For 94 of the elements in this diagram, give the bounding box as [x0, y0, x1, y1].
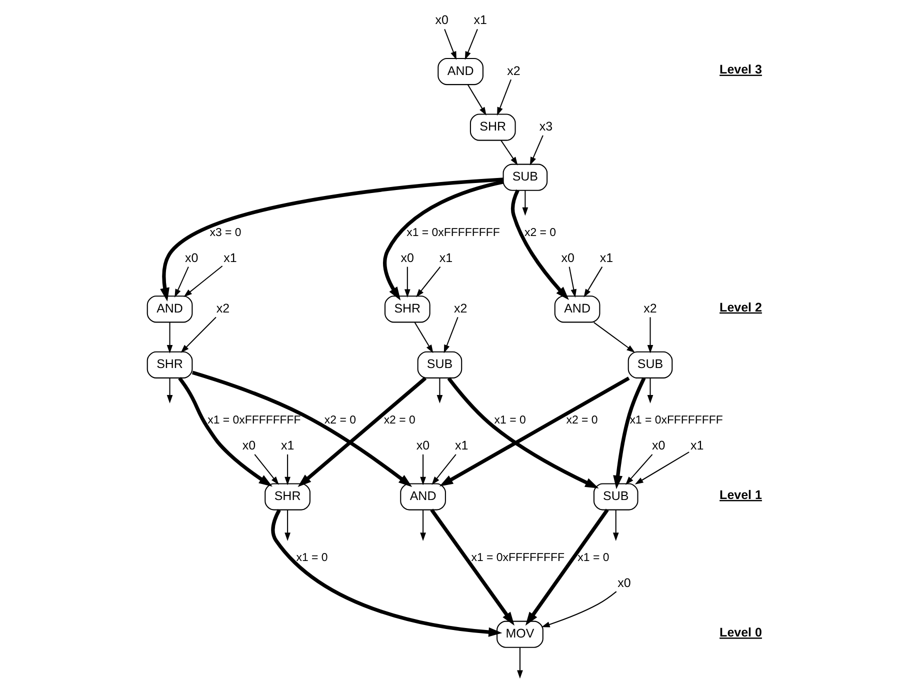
node-text: x1: [224, 250, 237, 264]
edge-label: x1 = 0: [578, 552, 610, 564]
arrow: [634, 451, 690, 484]
edge-label: x3 = 0: [210, 226, 242, 238]
edge-label: x2 = 0: [566, 414, 598, 426]
node-text: x0: [561, 250, 575, 264]
arrow: [525, 508, 609, 626]
arrow: [254, 454, 279, 484]
arrow: [541, 590, 617, 627]
node-text: x0: [400, 250, 414, 264]
node-box: SHR: [470, 113, 516, 140]
edge-label: x2 = 0: [384, 414, 416, 426]
edge-label: x1 = 0: [494, 414, 526, 426]
node-box: AND: [400, 482, 446, 510]
arrow: [584, 266, 603, 297]
arrow: [192, 370, 412, 487]
edge-label: x1 = 0xFFFFFFFF: [208, 414, 301, 426]
node-text: x2: [216, 300, 230, 315]
arrow: [420, 454, 426, 485]
node-text: x2: [454, 300, 468, 315]
arrow: [439, 376, 630, 486]
edge-label: x2 = 0: [324, 414, 356, 426]
arrow: [594, 321, 636, 352]
node-text: x1: [690, 438, 704, 452]
arrow: [430, 508, 514, 626]
node-text: x1: [600, 250, 614, 264]
arrow: [166, 322, 173, 353]
arrow: [522, 190, 528, 216]
arrow: [284, 510, 290, 541]
edge-label: x1 = 0: [296, 552, 328, 564]
arrow: [464, 28, 478, 60]
arrow: [612, 510, 619, 541]
node-box: SUB: [593, 482, 638, 510]
arrow: [271, 508, 502, 636]
arrow: [404, 266, 410, 298]
arrow: [613, 376, 646, 489]
edge-label: x1 = 0xFFFFFFFF: [406, 226, 500, 238]
arrow: [444, 316, 458, 353]
node-text: x1: [280, 438, 294, 452]
edge-label: x1 = 0xFFFFFFFF: [630, 414, 723, 426]
arrow: [184, 265, 223, 296]
arrow: [510, 189, 569, 300]
node-text: x1: [474, 12, 487, 27]
edge-label: x2 = 0: [524, 226, 556, 238]
arrow: [166, 378, 173, 403]
label: Level 1: [720, 487, 762, 502]
node-box: AND: [146, 295, 193, 322]
node-box: SHR: [264, 482, 310, 510]
arrow: [467, 84, 486, 115]
arrow: [497, 78, 512, 116]
arrow: [530, 134, 544, 165]
node-text: x2: [644, 300, 657, 315]
arrow: [174, 266, 189, 297]
edge-label: x1 = 0xFFFFFFFF: [471, 552, 564, 564]
arrow: [178, 376, 272, 486]
arrow: [625, 454, 653, 484]
node-box: SHR: [384, 295, 430, 322]
arrow: [447, 376, 599, 488]
node-text: x3: [539, 119, 553, 134]
label: Level 2: [720, 300, 762, 314]
node-text: x0: [618, 576, 631, 590]
node-text: x0: [242, 438, 256, 452]
arrow: [416, 266, 441, 297]
arrow: [568, 266, 577, 298]
arrow: [647, 316, 654, 353]
node-text: x0: [435, 12, 448, 27]
node-text: x0: [416, 438, 430, 452]
arrow: [298, 376, 427, 487]
node-box: SHR: [146, 350, 193, 378]
label: Level 3: [720, 62, 762, 76]
node-box: AND: [554, 295, 600, 322]
node-box: SUB: [628, 350, 673, 378]
node-text: x1: [439, 250, 453, 264]
arrow: [647, 378, 654, 403]
label: Level 0: [720, 625, 762, 640]
arrow: [284, 454, 290, 485]
arrow: [180, 316, 216, 352]
arrow: [414, 322, 434, 353]
node-box: SUB: [502, 163, 548, 190]
arrow: [160, 177, 504, 301]
arrow: [500, 140, 518, 165]
node-text: x2: [507, 63, 520, 78]
node-box: AND: [438, 57, 484, 85]
arrow: [444, 28, 456, 60]
arrow: [432, 454, 456, 484]
arrow: [420, 510, 426, 541]
node-text: x0: [652, 438, 666, 452]
arrow: [436, 378, 443, 403]
node-box: MOV: [496, 620, 544, 648]
node-box: SUB: [417, 350, 462, 378]
arrow: [517, 647, 523, 678]
node-text: x1: [455, 438, 468, 452]
arrow: [383, 180, 504, 300]
node-text: x0: [185, 250, 198, 264]
